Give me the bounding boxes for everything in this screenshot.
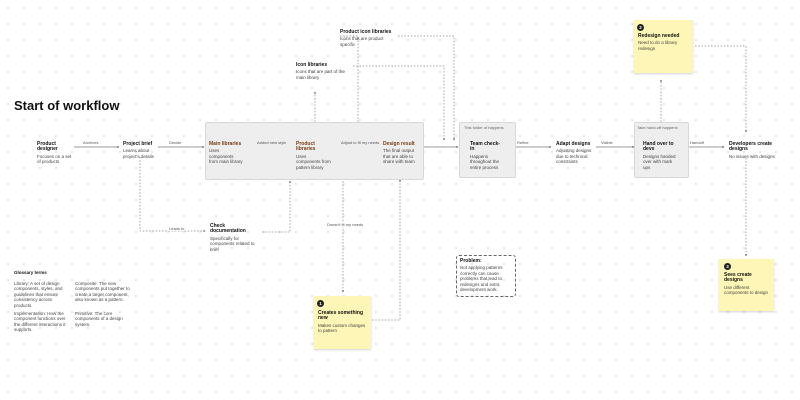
node-desc: Icons that are product specific: [340, 36, 384, 47]
node-hand-over[interactable]: Hand over to devs Designs handed over wi…: [643, 141, 679, 170]
node-main-libraries[interactable]: Main libraries Uses components from main…: [209, 141, 243, 165]
sticky-title: Redesign needed: [638, 33, 680, 39]
edge-label-visible: Visible: [600, 140, 614, 145]
hand-box-label: Take hand-off happens: [637, 125, 678, 130]
node-desc: Icons that are part of the main library: [296, 69, 345, 80]
problem-title: Problem:: [460, 258, 482, 264]
page-title: Start of workflow: [14, 98, 120, 113]
node-title: Icon libraries: [296, 62, 328, 68]
sticky-title: Creates something new: [318, 310, 364, 322]
edge-label-handoff: Handoff: [689, 140, 705, 145]
edge-label-archives: Archives: [82, 140, 100, 145]
node-desc: Uses components from main library: [209, 148, 243, 165]
problem-box: [456, 255, 516, 297]
node-devs-create[interactable]: Developers create designs No issues with…: [729, 141, 785, 159]
node-desc: Learns about project's details: [123, 148, 154, 159]
node-problem: Problem: Not applying patterns correctly…: [460, 258, 512, 293]
glossary-primitive: Primitive: The core components of a desi…: [75, 311, 123, 327]
node-desc: Designs handed over with mark ups: [643, 153, 676, 170]
node-project-brief[interactable]: Project brief Learns about project's det…: [123, 141, 157, 159]
node-title: Product designer: [37, 141, 58, 153]
sticky-sees-create-designs[interactable]: 3 Sees create designs Use different comp…: [719, 259, 774, 311]
sticky-number-badge: 1: [317, 300, 324, 307]
sticky-content: Redesign needed Need to do a library red…: [638, 33, 690, 51]
node-desc: Specifically for components related to b…: [210, 235, 255, 252]
node-desc: Happens throughout the entire process: [470, 153, 500, 170]
edge-label-decide: Decide: [168, 140, 183, 145]
node-title: Project brief: [123, 141, 153, 147]
glossary-implementation: Implementation: How the component functi…: [14, 311, 66, 333]
edge-label-doesnt-fit: Doesn't fit my needs: [326, 222, 365, 227]
node-product-designer[interactable]: Product designer Focuses on a set of pro…: [37, 141, 73, 165]
edge-label-refine: Refine: [516, 140, 530, 145]
node-desc: Uses components from pattern library: [296, 153, 331, 170]
node-title: Product icon libraries: [340, 29, 392, 35]
sticky-desc: Need to do a library redesign: [638, 40, 678, 51]
edge-label-adjust: Adjust to fit my needs: [340, 140, 381, 145]
node-product-icon-libraries[interactable]: Product icon libraries Icons that are pr…: [340, 29, 398, 47]
problem-desc: Not applying patterns correctly can caus…: [460, 265, 503, 293]
node-title: Developers create designs: [729, 141, 773, 153]
edge-label-added-new-style: Added new style: [256, 140, 288, 145]
glossary-library: Library: A set of design components, sty…: [14, 281, 63, 308]
node-title: Team check-in: [470, 141, 500, 153]
node-title: Adapt designs: [556, 141, 591, 147]
sticky-number-badge: 3: [724, 263, 731, 270]
sticky-desc: Makes custom changes to pattern: [318, 322, 366, 334]
glossary-heading: Glossary terms: [14, 270, 47, 275]
node-desc: The final output that are able to share …: [383, 148, 415, 165]
node-team-check-in[interactable]: Team check-in Happens throughout the ent…: [470, 141, 504, 170]
sticky-creates-something-new[interactable]: 1 Creates something new Makes custom cha…: [314, 296, 371, 349]
node-icon-libraries[interactable]: Icon libraries Icons that are part of th…: [296, 62, 351, 80]
node-design-result[interactable]: Design result The final output that are …: [383, 141, 419, 165]
node-title: Product libraries: [296, 141, 316, 153]
node-product-libraries[interactable]: Product libraries Uses components from p…: [296, 141, 332, 170]
glossary-composite: Composite: The new components put togeth…: [75, 281, 130, 303]
node-adapt-designs[interactable]: Adapt designs Adjusting designs due to t…: [556, 141, 592, 165]
sticky-desc: Use different components to design: [724, 284, 769, 296]
sticky-content: Sees create designs Use different compon…: [724, 272, 771, 296]
edge-label-leads-to: Leads to: [168, 226, 186, 231]
team-check-in-box: [459, 122, 516, 178]
node-title: Main libraries: [209, 141, 242, 147]
node-desc: Adjusting designs due to technical const…: [556, 148, 592, 165]
sticky-number-badge: 2: [637, 24, 644, 31]
sticky-title: Sees create designs: [724, 272, 752, 284]
node-title: Design result: [383, 141, 415, 147]
sticky-content: Creates something new Makes custom chang…: [318, 310, 368, 334]
node-title: Hand over to devs: [643, 141, 674, 153]
sticky-redesign-needed[interactable]: 2 Redesign needed Need to do a library r…: [634, 20, 693, 73]
hand-over-box: [634, 122, 689, 178]
team-box-label: This folder of happens: [464, 125, 504, 130]
node-title: Check documentation: [210, 223, 246, 235]
node-desc: Focuses on a set of products: [37, 153, 72, 165]
libraries-group-box: [205, 122, 424, 180]
node-desc: No issues with designs: [729, 153, 775, 159]
node-check-documentation[interactable]: Check documentation Specifically for com…: [210, 223, 260, 252]
